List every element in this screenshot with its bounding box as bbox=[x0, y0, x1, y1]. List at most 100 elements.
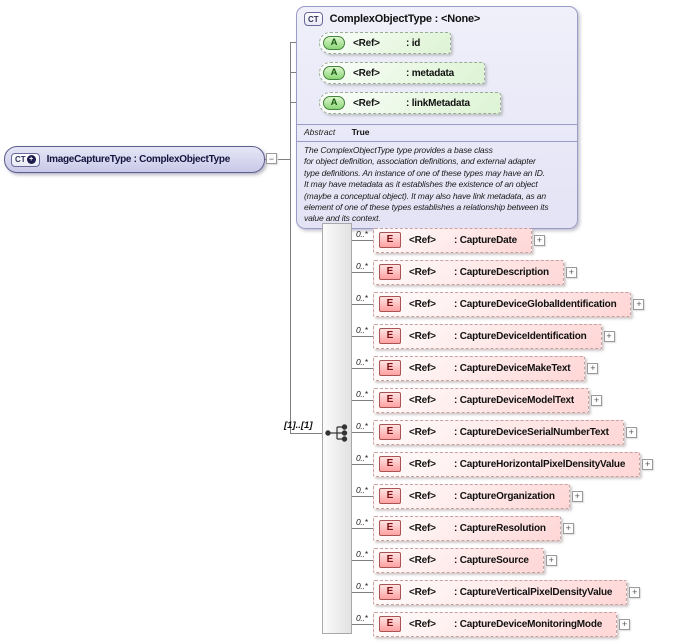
element-ref-label: <Ref> bbox=[409, 330, 436, 342]
attribute-name-label: : id bbox=[406, 37, 421, 49]
description-line: value and its context. bbox=[304, 213, 381, 224]
attribute-icon: A bbox=[323, 36, 345, 50]
element-box[interactable]: E <Ref> : CaptureVerticalPixelDensityVal… bbox=[373, 579, 628, 605]
element-box[interactable]: E <Ref> : CaptureSource bbox=[373, 547, 544, 573]
element-row: 0..* E <Ref> : CaptureVerticalPixelDensi… bbox=[356, 579, 641, 605]
element-box[interactable]: E <Ref> : CaptureDeviceGlobalIdentificat… bbox=[373, 291, 632, 317]
cardinality-label: 0..* bbox=[356, 389, 368, 399]
element-box[interactable]: E <Ref> : CaptureHorizontalPixelDensityV… bbox=[373, 451, 641, 477]
attribute-icon: A bbox=[323, 66, 345, 80]
expand-button[interactable]: + bbox=[545, 554, 557, 566]
expand-button[interactable]: + bbox=[565, 266, 577, 278]
element-box[interactable]: E <Ref> : CaptureDate bbox=[373, 227, 532, 253]
abstract-label: Abstract bbox=[304, 127, 336, 137]
element-row: 0..* E <Ref> : CaptureDeviceGlobalIdenti… bbox=[356, 291, 645, 317]
expand-button[interactable]: + bbox=[629, 586, 641, 598]
complex-type-icon: CT bbox=[304, 12, 323, 26]
element-box[interactable]: E <Ref> : CaptureDeviceMakeText bbox=[373, 355, 586, 381]
element-name-label: : CaptureSource bbox=[454, 554, 529, 566]
collapse-button[interactable]: − bbox=[266, 153, 277, 164]
complex-type-global-icon: CT+ bbox=[11, 152, 40, 167]
attribute-row: A <Ref> : linkMetadata bbox=[319, 92, 501, 114]
attribute-ref-label: <Ref> bbox=[353, 97, 380, 109]
element-icon: E bbox=[379, 616, 401, 632]
element-row: 0..* E <Ref> : CaptureDeviceMakeText + bbox=[356, 355, 599, 381]
cardinality-label: 0..* bbox=[356, 421, 368, 431]
derived-type-title: ImageCaptureType : ComplexObjectType bbox=[46, 154, 231, 165]
expand-button[interactable]: + bbox=[571, 490, 583, 502]
expand-button[interactable]: + bbox=[619, 618, 631, 630]
element-ref-label: <Ref> bbox=[409, 266, 436, 278]
description-line: type definitions. An instance of one of … bbox=[304, 167, 546, 178]
element-icon: E bbox=[379, 456, 401, 472]
description-line: for object definition, association defin… bbox=[304, 156, 536, 167]
attribute-box[interactable]: A <Ref> : metadata bbox=[319, 62, 486, 84]
cardinality-label: 0..* bbox=[356, 453, 368, 463]
cardinality-label: 0..* bbox=[356, 229, 368, 239]
complex-type-icon-label: CT bbox=[308, 14, 319, 24]
element-ref-label: <Ref> bbox=[409, 618, 436, 630]
attribute-box[interactable]: A <Ref> : id bbox=[319, 32, 452, 54]
element-row: 0..* E <Ref> : CaptureSource + bbox=[356, 547, 557, 573]
element-name-label: : CaptureOrganization bbox=[454, 490, 555, 502]
attribute-row: A <Ref> : id bbox=[319, 32, 452, 54]
cardinality-label: 0..* bbox=[356, 613, 368, 623]
expand-button[interactable]: + bbox=[642, 458, 654, 470]
expand-button[interactable]: + bbox=[533, 234, 545, 246]
complex-type-icon-label: CT bbox=[15, 155, 26, 164]
description-line: The ComplexObjectType type provides a ba… bbox=[304, 145, 493, 155]
element-row: 0..* E <Ref> : CaptureHorizontalPixelDen… bbox=[356, 451, 654, 477]
separator bbox=[297, 141, 577, 142]
cardinality-label: 0..* bbox=[356, 581, 368, 591]
abstract-value: True bbox=[351, 127, 370, 137]
cardinality-label: 0..* bbox=[356, 293, 368, 303]
element-icon: E bbox=[379, 232, 401, 248]
element-icon: E bbox=[379, 424, 401, 440]
element-row: 0..* E <Ref> : CaptureDeviceIdentificati… bbox=[356, 323, 615, 349]
element-box[interactable]: E <Ref> : CaptureDeviceMonitoringMode bbox=[373, 611, 618, 637]
element-row: 0..* E <Ref> : CaptureDescription + bbox=[356, 259, 577, 285]
element-name-label: : CaptureDeviceSerialNumberText bbox=[454, 426, 609, 438]
sequence-icon bbox=[325, 424, 348, 442]
attribute-ref-label: <Ref> bbox=[353, 67, 380, 79]
element-name-label: : CaptureDeviceModelText bbox=[454, 394, 575, 406]
element-box[interactable]: E <Ref> : CaptureDeviceModelText bbox=[373, 387, 590, 413]
description-line: It may have metadata as it establishes t… bbox=[304, 179, 538, 190]
element-ref-label: <Ref> bbox=[409, 394, 436, 406]
element-box[interactable]: E <Ref> : CaptureDeviceSerialNumberText bbox=[373, 419, 624, 445]
element-name-label: : CaptureDate bbox=[454, 234, 517, 246]
plus-circle-icon: + bbox=[26, 155, 36, 164]
expand-button[interactable]: + bbox=[587, 362, 599, 374]
element-icon: E bbox=[379, 552, 401, 568]
expand-button[interactable]: + bbox=[633, 298, 645, 310]
element-icon: E bbox=[379, 488, 401, 504]
element-box[interactable]: E <Ref> : CaptureDeviceIdentification bbox=[373, 323, 602, 349]
element-name-label: : CaptureDeviceIdentification bbox=[454, 330, 587, 342]
cardinality-label: 0..* bbox=[356, 485, 368, 495]
element-name-label: : CaptureHorizontalPixelDensityValue bbox=[454, 458, 626, 470]
base-type-title: ComplexObjectType : <None> bbox=[329, 13, 481, 25]
element-name-label: : CaptureDescription bbox=[454, 266, 549, 278]
expand-button[interactable]: + bbox=[625, 426, 637, 438]
expand-button[interactable]: + bbox=[603, 330, 615, 342]
expand-button[interactable]: + bbox=[591, 394, 603, 406]
base-type-box[interactable]: CT ComplexObjectType : <None> A <Ref> : … bbox=[296, 6, 578, 229]
element-icon: E bbox=[379, 264, 401, 280]
element-icon: E bbox=[379, 520, 401, 536]
element-ref-label: <Ref> bbox=[409, 234, 436, 246]
expand-button[interactable]: + bbox=[562, 522, 574, 534]
attribute-ref-label: <Ref> bbox=[353, 37, 380, 49]
sequence-bar[interactable] bbox=[322, 223, 352, 634]
element-icon: E bbox=[379, 392, 401, 408]
attribute-box[interactable]: A <Ref> : linkMetadata bbox=[319, 92, 501, 114]
base-type-header: CT ComplexObjectType : <None> bbox=[304, 12, 480, 26]
element-box[interactable]: E <Ref> : CaptureDescription bbox=[373, 259, 564, 285]
element-box[interactable]: E <Ref> : CaptureOrganization bbox=[373, 483, 570, 509]
type-description: The ComplexObjectType type provides a ba… bbox=[304, 145, 575, 225]
derived-type-box[interactable]: CT+ ImageCaptureType : ComplexObjectType bbox=[4, 146, 265, 173]
element-name-label: : CaptureResolution bbox=[454, 522, 546, 534]
attribute-name-label: : linkMetadata bbox=[406, 97, 470, 109]
description-line: element of one of these types establishe… bbox=[304, 202, 549, 213]
element-box[interactable]: E <Ref> : CaptureResolution bbox=[373, 515, 561, 541]
